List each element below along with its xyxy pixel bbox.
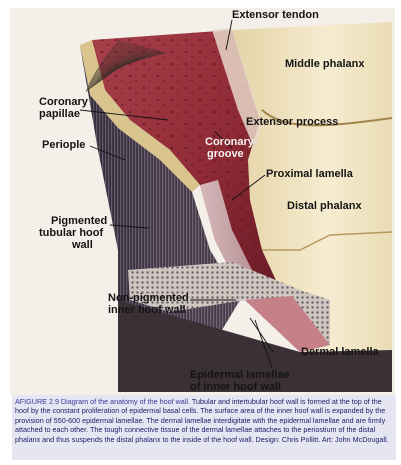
- label-extensor-process: Extensor process: [246, 116, 338, 128]
- label-coronary-papillae-2: papillae: [39, 108, 80, 120]
- label-epidermal-lamellae-1: Epidermal lamellae: [190, 369, 290, 381]
- label-middle-phalanx: Middle phalanx: [285, 58, 364, 70]
- label-coronary-groove-1: Coronary: [205, 136, 254, 148]
- label-distal-phalanx: Distal phalanx: [287, 200, 362, 212]
- label-periople: Periople: [42, 139, 85, 151]
- label-non-pigmented-2: inner hoof wall: [108, 304, 186, 316]
- label-pigmented-2: tubular hoof: [39, 227, 103, 239]
- caption-box: AFIGURE 2.9 Diagram of the anatomy of th…: [12, 395, 396, 460]
- label-pigmented-1: Pigmented: [51, 215, 107, 227]
- caption-figure-label: AFIGURE 2.9 Diagram of the anatomy of th…: [15, 397, 190, 406]
- label-coronary-groove-2: groove: [207, 148, 244, 160]
- figure-caption: AFIGURE 2.9 Diagram of the anatomy of th…: [15, 397, 395, 444]
- label-dermal-lamella: Dermal lamella: [301, 346, 379, 358]
- label-proximal-lamella: Proximal lamella: [266, 168, 353, 180]
- label-pigmented-3: wall: [72, 239, 93, 251]
- label-non-pigmented-1: Non-pigmented: [108, 292, 189, 304]
- label-coronary-papillae-1: Coronary: [39, 96, 88, 108]
- label-epidermal-lamellae-2: of inner hoof wall: [190, 381, 281, 393]
- label-extensor-tendon: Extensor tendon: [232, 9, 319, 21]
